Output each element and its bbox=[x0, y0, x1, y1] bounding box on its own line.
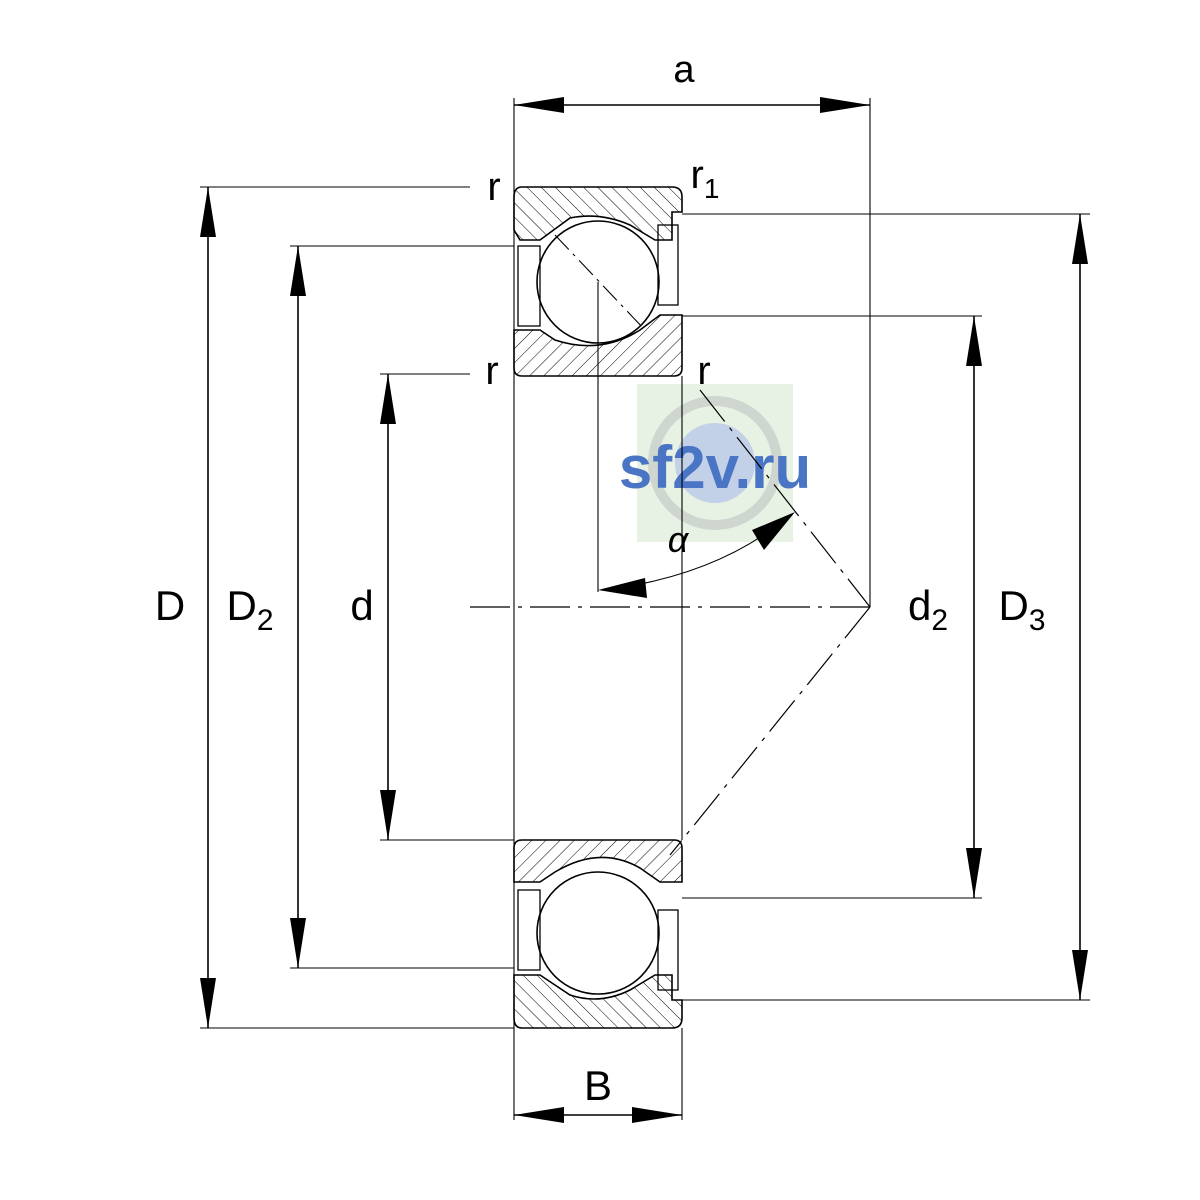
watermark-text: sf2v.ru bbox=[619, 434, 811, 501]
top-ball-axis bbox=[554, 234, 646, 331]
bottom-seal-left bbox=[517, 889, 541, 971]
D3-label: D3 bbox=[998, 582, 1045, 637]
b-arrow-right bbox=[632, 1107, 682, 1123]
b-label: B bbox=[584, 1062, 612, 1109]
top-outer-ring bbox=[513, 186, 683, 241]
a-label: a bbox=[673, 49, 695, 91]
alpha-arrow-left bbox=[598, 578, 647, 598]
watermark-bearing-core bbox=[675, 423, 755, 503]
d-arrow-top bbox=[380, 374, 396, 424]
top-seal-left bbox=[517, 245, 541, 327]
r1-label: r1 bbox=[691, 153, 720, 204]
bottom-bearing-section bbox=[513, 839, 683, 1029]
d2-label: d2 bbox=[908, 582, 948, 637]
r-outer-top-label: r bbox=[487, 165, 500, 209]
contact-line-top bbox=[699, 389, 871, 608]
bottom-ball bbox=[536, 871, 660, 995]
contact-line-bottom bbox=[669, 606, 871, 856]
a-arrow-left bbox=[514, 97, 564, 113]
r-inner-left-label: r bbox=[485, 349, 498, 393]
watermark-bearing-icon bbox=[648, 396, 782, 530]
a-arrow-right bbox=[820, 97, 870, 113]
D3-arrow-top bbox=[1072, 214, 1088, 264]
alpha-arrow-right bbox=[752, 512, 795, 550]
D3-arrow-bottom bbox=[1072, 950, 1088, 1000]
D-label: D bbox=[155, 582, 185, 629]
D2-label: D2 bbox=[226, 582, 273, 637]
d-label: d bbox=[350, 582, 373, 629]
bottom-seal-right bbox=[657, 909, 679, 991]
D-arrow-bottom bbox=[200, 978, 216, 1028]
watermark: sf2v.ru bbox=[619, 384, 811, 542]
D-arrow-top bbox=[200, 187, 216, 237]
d2-arrow-top bbox=[966, 316, 982, 366]
d-arrow-bottom bbox=[380, 790, 396, 840]
D2-arrow-top bbox=[290, 246, 306, 296]
d2-arrow-bottom bbox=[966, 848, 982, 898]
top-seal-right bbox=[657, 224, 679, 306]
alpha-label: α bbox=[668, 519, 690, 560]
b-arrow-left bbox=[514, 1107, 564, 1123]
r-inner-right-label: r bbox=[697, 349, 710, 393]
bottom-outer-ring bbox=[513, 974, 683, 1029]
D2-arrow-bottom bbox=[290, 918, 306, 968]
